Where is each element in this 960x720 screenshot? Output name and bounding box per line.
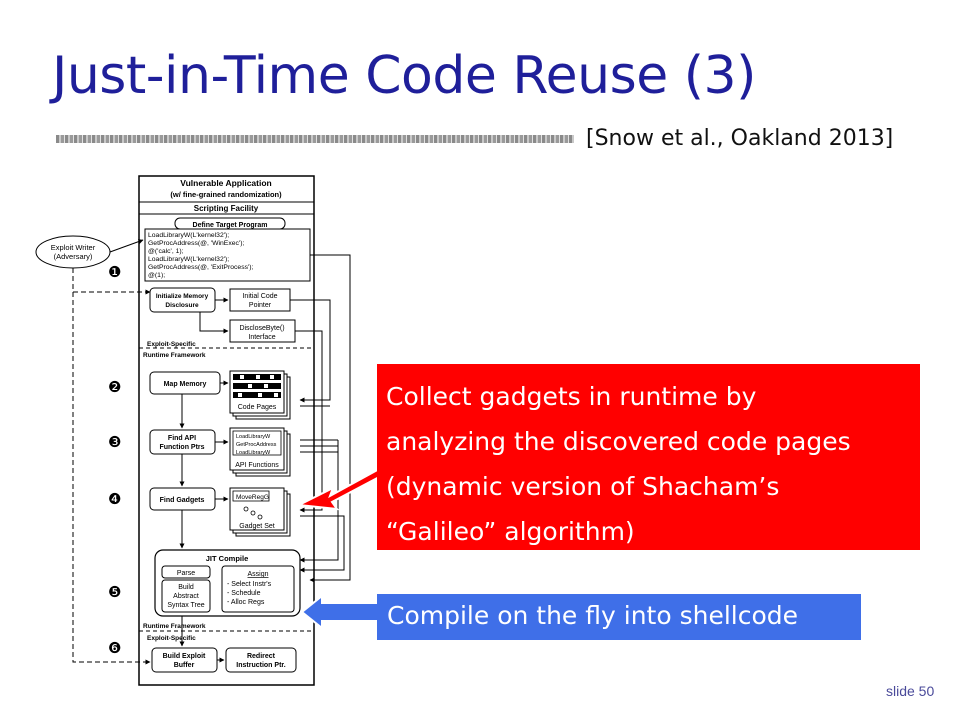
code-line: @(1); [148, 272, 165, 279]
step-marker-1: ❶ [108, 264, 121, 281]
step-marker-5: ❺ [108, 584, 121, 601]
build-ast-box [161, 579, 211, 613]
code-line: GetProcAddress(@, 'ExitProcess'); [148, 264, 254, 271]
code-line: LoadLibraryW(L'kernel32'); [148, 256, 229, 263]
parse-box [161, 565, 211, 579]
build-ast-label-2: Abstract [173, 593, 199, 600]
build-exploit-label: Build Exploit [163, 653, 206, 660]
init-memory-label-2: Disclosure [165, 302, 199, 309]
citation: [Snow et al., Oakland 2013] [586, 126, 894, 151]
step-marker-4: ❹ [108, 491, 121, 508]
disclose-byte-label-2: Interface [248, 334, 275, 341]
move-reg-label: MoveRegG [236, 494, 269, 501]
api-stack-line: GetProcAddress [236, 442, 277, 448]
find-gadgets-label: Find Gadgets [160, 497, 205, 504]
red-arrow [295, 466, 385, 511]
scripting-facility-label: Scripting Facility [194, 204, 259, 213]
gadget-collection-callout: Collect gadgets in runtime by analyzing … [377, 364, 920, 550]
callout-line: (dynamic version of Shacham’s [386, 472, 780, 501]
runtime-framework-label: Runtime Framework [143, 352, 206, 359]
slide-title: Just-in-Time Code Reuse (3) [52, 46, 756, 106]
redirect-label-2: Instruction Ptr. [236, 662, 285, 669]
assign-label: Assign [247, 571, 268, 578]
callout-line: analyzing the discovered code pages [386, 427, 851, 456]
callout-line: “Galileo” algorithm) [386, 517, 635, 546]
parse-label: Parse [177, 570, 195, 577]
initial-code-pointer-label: Initial Code [242, 293, 277, 300]
code-pages-label: Code Pages [238, 404, 277, 411]
slide-number: slide 50 [886, 683, 935, 699]
compile-callout: Compile on the fly into shellcode [377, 594, 861, 640]
api-stack-line: LoadLibraryW [236, 450, 271, 456]
app-title: Vulnerable Application [180, 178, 271, 188]
build-ast-label: Build [178, 584, 194, 591]
code-line: @('calc', 1); [148, 248, 184, 255]
step-marker-3: ❸ [108, 434, 121, 451]
blue-arrow [300, 593, 379, 631]
step-marker-2: ❷ [108, 379, 121, 396]
build-ast-label-3: Syntax Tree [167, 602, 204, 609]
target-program-code: LoadLibraryW(L'kernel32'); GetProcAddres… [148, 232, 254, 279]
exploit-writer-sublabel: (Adversary) [54, 252, 93, 261]
map-memory-label: Map Memory [164, 381, 207, 388]
assign-item: - Alloc Regs [227, 599, 265, 606]
app-subtitle: (w/ fine-grained randomization) [170, 190, 282, 199]
title-divider [56, 135, 574, 143]
target-program-code-box [144, 228, 311, 282]
callout-line: Collect gadgets in runtime by [386, 382, 757, 411]
exploit-specific-label: Exploit-Specific [147, 341, 196, 348]
gadget-set-label: Gadget Set [239, 523, 274, 530]
redirect-instruction-box [225, 647, 297, 673]
exploit-specific-label-2: Exploit-Specific [147, 635, 196, 642]
api-stack-line: LoadLibraryW [236, 434, 271, 440]
find-api-label: Find API [168, 435, 196, 442]
assign-item: - Schedule [227, 590, 261, 597]
code-line: LoadLibraryW(L'kernel32'); [148, 232, 229, 239]
define-target-program-label: Define Target Program [193, 222, 268, 229]
step-marker-6: ❻ [108, 640, 121, 657]
init-memory-label: Initialize Memory [156, 293, 209, 300]
api-functions-label: API Functions [235, 462, 279, 469]
assign-box [221, 565, 295, 613]
assign-item: - Select Instr's [227, 581, 272, 588]
runtime-framework-label-2: Runtime Framework [143, 623, 206, 630]
find-api-label-2: Function Ptrs [159, 444, 204, 451]
code-line: GetProcAddress(@, 'WinExec'); [148, 240, 244, 247]
jit-compile-label: JIT Compile [206, 554, 249, 563]
build-exploit-label-2: Buffer [174, 662, 195, 669]
initial-code-pointer-label-2: Pointer [249, 302, 272, 309]
exploit-writer-label: Exploit Writer [51, 243, 96, 252]
redirect-label: Redirect [247, 653, 276, 660]
disclose-byte-label: DiscloseByte() [239, 325, 284, 332]
